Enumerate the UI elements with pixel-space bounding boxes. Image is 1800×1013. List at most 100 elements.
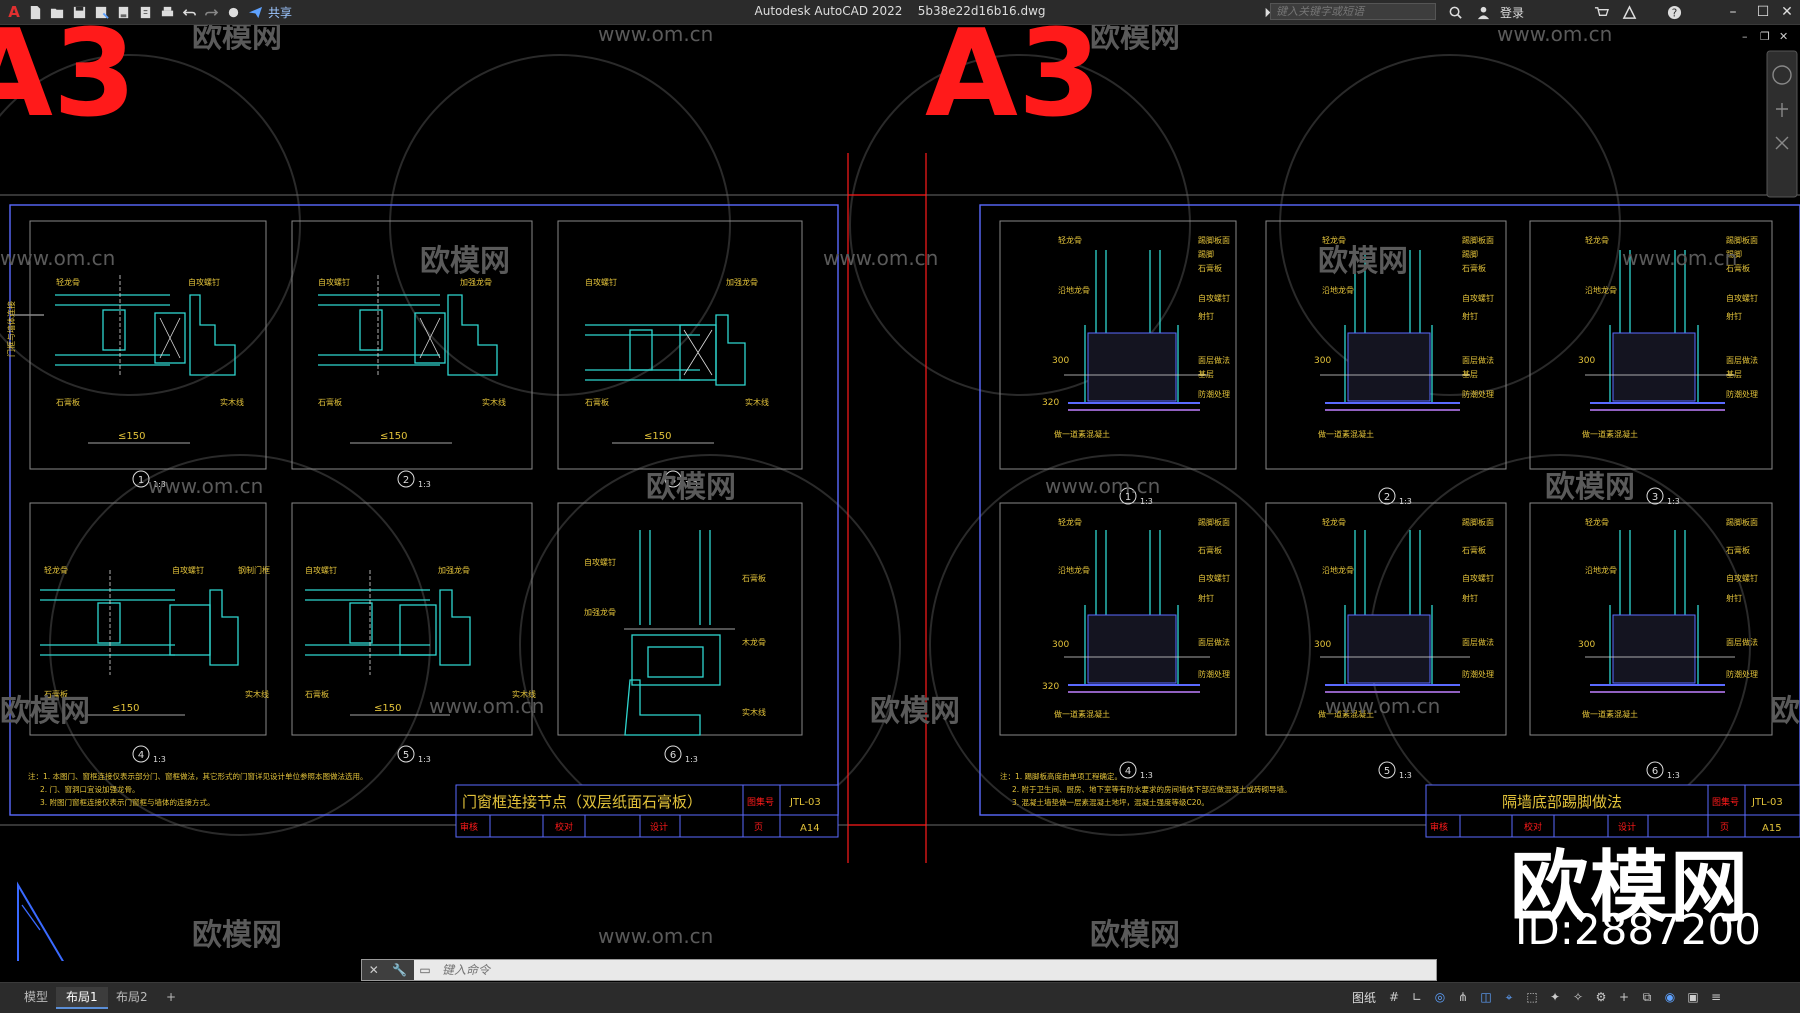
skirting-detail-6[interactable] xyxy=(1585,530,1735,693)
skirting-frame-2 xyxy=(1265,220,1507,470)
window-frame-detail-6[interactable] xyxy=(624,530,735,736)
clean-screen-icon[interactable]: ▣ xyxy=(1687,990,1699,1004)
navigation-bar[interactable] xyxy=(1766,50,1798,198)
recent-commands-icon[interactable]: ▭ xyxy=(419,963,431,977)
door-frame-detail-1[interactable] xyxy=(55,275,236,444)
search-icon[interactable] xyxy=(1447,4,1463,20)
door-frame-detail-5[interactable] xyxy=(305,570,471,716)
svg-text:防潮处理: 防潮处理 xyxy=(1198,389,1230,399)
share-icon[interactable] xyxy=(247,4,263,20)
svg-text:石膏板: 石膏板 xyxy=(1198,545,1222,555)
door-frame-detail-4[interactable] xyxy=(40,570,239,716)
svg-text:自攻螺钉: 自攻螺钉 xyxy=(584,557,616,567)
svg-text:实木线: 实木线 xyxy=(482,397,506,407)
svg-text:面层做法: 面层做法 xyxy=(1726,637,1758,647)
new-file-icon[interactable] xyxy=(27,4,43,20)
svg-text:基层: 基层 xyxy=(1198,369,1214,379)
svg-text:做一道素混凝土: 做一道素混凝土 xyxy=(1582,429,1638,439)
skirting-detail-2[interactable] xyxy=(1320,250,1470,411)
minimize-button[interactable]: – xyxy=(1729,4,1737,20)
help-search-input[interactable] xyxy=(1270,3,1436,20)
skirting-detail-4[interactable] xyxy=(1064,530,1210,693)
isodraft-icon[interactable]: ⋔ xyxy=(1457,990,1469,1004)
tab-add-layout[interactable]: + xyxy=(166,990,177,1004)
ortho-icon[interactable]: ∟ xyxy=(1411,990,1423,1004)
door-frame-detail-2[interactable] xyxy=(318,275,498,444)
object-snap-icon[interactable]: ◫ xyxy=(1480,990,1492,1004)
pan-icon[interactable] xyxy=(1776,103,1788,117)
isolate-objects-icon[interactable]: ⧉ xyxy=(1642,989,1652,1004)
share-label[interactable]: 共享 xyxy=(268,5,293,20)
drawing-canvas[interactable]: A3 A3 xyxy=(0,25,1800,961)
viewport-restore-icon[interactable]: ❐ xyxy=(1760,30,1770,43)
title-block-right[interactable]: 隔墙底部踢脚做法 图集号 JTL-03 审核 校对 设计 页 A15 xyxy=(1425,784,1800,838)
help-icon[interactable]: ? xyxy=(1666,4,1682,20)
door-frame-detail-3[interactable] xyxy=(585,314,746,444)
save-as-icon[interactable] xyxy=(93,4,109,20)
paper-space-toggle[interactable]: 图纸 xyxy=(1352,990,1377,1005)
steering-wheel-icon[interactable] xyxy=(1772,65,1792,85)
title-block-left[interactable]: 门窗框连接节点（双层纸面石膏板） 图集号 JTL-03 审核 校对 设计 页 A… xyxy=(455,784,839,838)
search-expand-icon[interactable] xyxy=(1259,4,1275,20)
workspace-icon[interactable] xyxy=(225,4,241,20)
svg-text:欧模网: 欧模网 xyxy=(1318,244,1408,279)
hardware-acceleration-icon[interactable]: ◉ xyxy=(1664,990,1676,1004)
zoom-extents-icon[interactable] xyxy=(1775,136,1789,150)
svg-text:门框与墙体连接: 门框与墙体连接 xyxy=(6,301,16,357)
undo-icon[interactable] xyxy=(181,4,197,20)
viewport-close-icon[interactable]: ✕ xyxy=(1779,30,1788,43)
plot-icon[interactable] xyxy=(137,4,153,20)
tab-layout1[interactable]: 布局1 xyxy=(56,987,108,1009)
maximize-button[interactable]: ☐ xyxy=(1756,4,1770,20)
print-icon[interactable] xyxy=(159,4,175,20)
customization-menu-icon[interactable]: ≡ xyxy=(1710,990,1722,1004)
skirting-detail-1[interactable] xyxy=(1064,250,1210,411)
add-icon[interactable]: + xyxy=(1618,990,1630,1004)
close-button[interactable]: ✕ xyxy=(1781,4,1793,20)
watermark-brand-texts: 欧模网 欧模网 欧模网 欧模网 欧模网 欧模网 欧模网 欧模网 欧模网 欧模网 … xyxy=(0,25,1800,953)
svg-text:www.om.cn: www.om.cn xyxy=(429,694,544,718)
autocad-logo-icon[interactable]: A xyxy=(8,3,20,21)
svg-text:轻龙骨: 轻龙骨 xyxy=(1058,517,1082,527)
svg-text:做一道素混凝土: 做一道素混凝土 xyxy=(1054,709,1110,719)
snap-tracking-icon[interactable]: ⌖ xyxy=(1505,989,1513,1004)
save-icon[interactable] xyxy=(71,4,87,20)
svg-text:自攻螺钉: 自攻螺钉 xyxy=(1462,573,1494,583)
autodesk-a-icon[interactable] xyxy=(1621,4,1637,20)
svg-text:www.om.cn: www.om.cn xyxy=(1622,246,1737,270)
detail-number-3: 3 xyxy=(670,475,676,486)
user-icon[interactable] xyxy=(1475,4,1491,20)
settings-gear-icon[interactable]: ⚙ xyxy=(1595,990,1607,1004)
tab-layout2[interactable]: 布局2 xyxy=(116,990,148,1004)
annotation-scale-icon[interactable]: ✧ xyxy=(1572,990,1584,1004)
skirting-detail-5[interactable] xyxy=(1320,530,1470,693)
svg-text:石膏板: 石膏板 xyxy=(318,397,342,407)
title-bar: A 共享 Autodesk AutoCAD 2022 5b38e22d16b16… xyxy=(0,0,1800,25)
brand-watermark-large: 欧模网 xyxy=(1510,843,1751,933)
svg-text:石膏板: 石膏板 xyxy=(1726,263,1750,273)
skirting-scale-2: 1:3 xyxy=(1399,497,1412,506)
redo-icon[interactable] xyxy=(203,4,219,20)
customize-cmd-icon[interactable]: 🔧 xyxy=(392,963,408,977)
close-cmd-icon[interactable]: ✕ xyxy=(368,963,379,977)
tab-model[interactable]: 模型 xyxy=(24,990,49,1004)
svg-text:射钉: 射钉 xyxy=(1198,311,1214,321)
viewport-minimize-icon[interactable]: – xyxy=(1742,30,1748,43)
cart-icon[interactable] xyxy=(1593,4,1609,20)
svg-text:沿地龙骨: 沿地龙骨 xyxy=(1585,285,1617,295)
publish-icon[interactable] xyxy=(115,4,131,20)
svg-text:欧模网: 欧模网 xyxy=(1545,470,1635,505)
polar-tracking-icon[interactable]: ◎ xyxy=(1434,990,1446,1004)
sheet-right-check-label: 校对 xyxy=(1524,821,1542,833)
login-button[interactable]: 登录 xyxy=(1500,5,1525,20)
command-input[interactable] xyxy=(436,960,1436,980)
svg-text:300: 300 xyxy=(1314,640,1331,650)
selection-cycling-icon[interactable]: ⬚ xyxy=(1526,990,1538,1004)
skirting-detail-3[interactable] xyxy=(1585,250,1735,411)
grid-icon[interactable]: # xyxy=(1388,990,1400,1004)
annotation-visibility-icon[interactable]: ✦ xyxy=(1549,990,1561,1004)
open-file-icon[interactable] xyxy=(49,4,65,20)
svg-text:基层: 基层 xyxy=(1726,369,1742,379)
